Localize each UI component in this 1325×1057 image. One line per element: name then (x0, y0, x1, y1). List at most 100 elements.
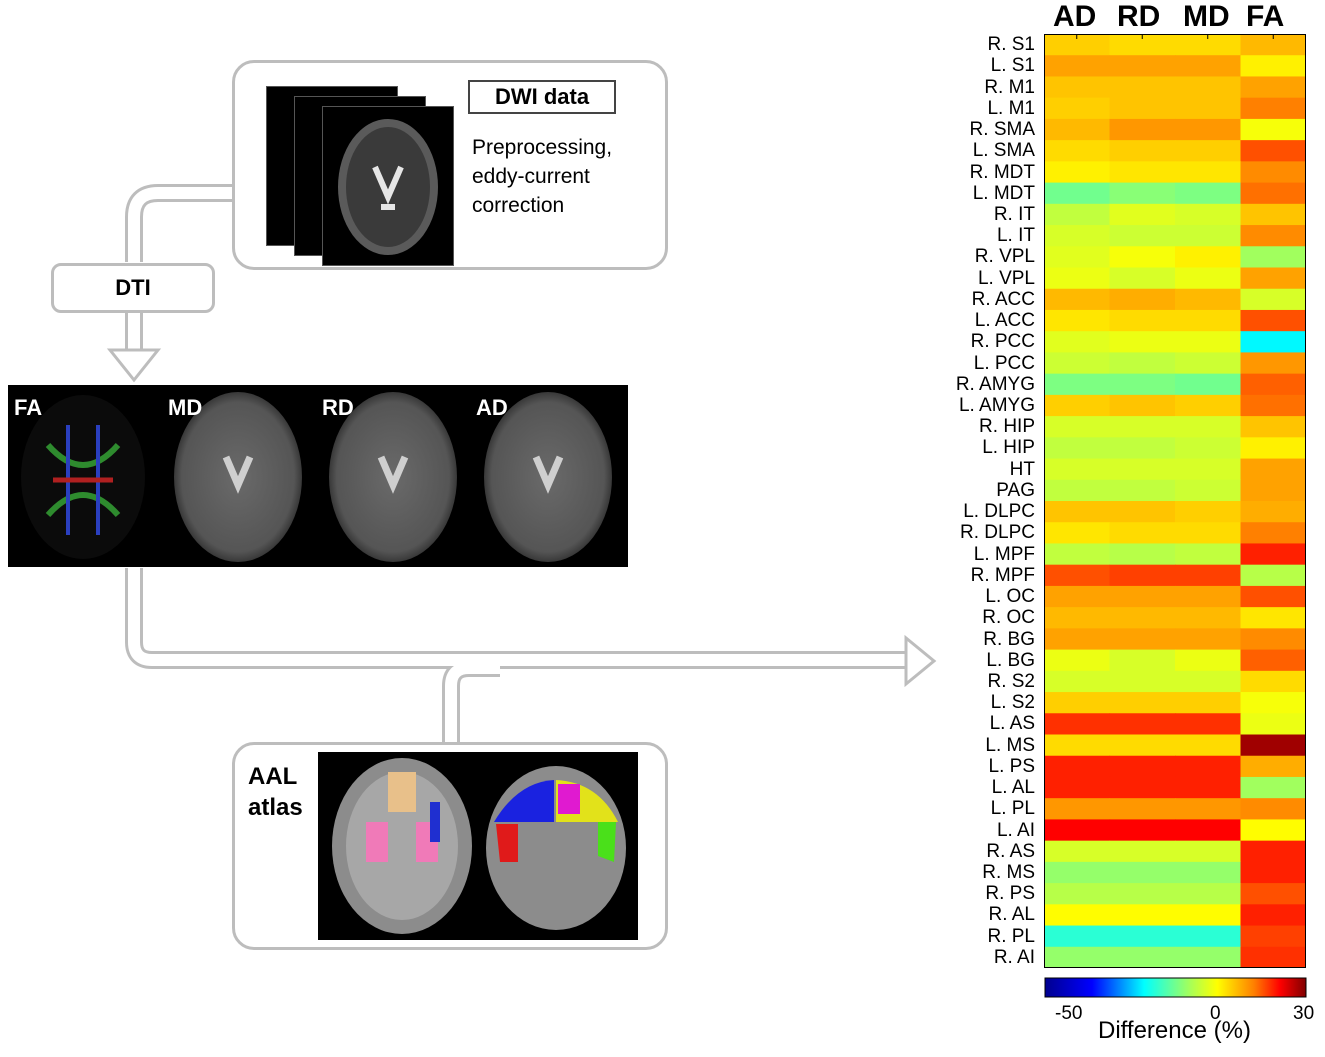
heatmap-row-label: R. SMA (969, 119, 1035, 140)
heatmap-cell (1175, 458, 1242, 481)
dwi-slice-front (322, 106, 454, 266)
heatmap-cell (1109, 55, 1176, 78)
heatmap-cell (1109, 309, 1176, 332)
heatmap-cell (1240, 628, 1306, 651)
heatmap-cell (1240, 140, 1306, 162)
heatmap-cell (1044, 416, 1111, 438)
heatmap-row-label: L. S2 (990, 692, 1035, 714)
heatmap-cell (1175, 288, 1242, 311)
heatmap-cell (1109, 798, 1176, 821)
heatmap-row-label: L. MS (985, 734, 1035, 756)
heatmap-cell (1240, 118, 1306, 141)
heatmap-cell (1044, 76, 1111, 99)
heatmap-row-label: L. PL (990, 798, 1035, 820)
heatmap-row-label: R. MDT (969, 161, 1035, 183)
heatmap-cell (1175, 97, 1242, 120)
heatmap-cell (1109, 543, 1176, 566)
heatmap-cell (1109, 713, 1176, 736)
heatmap-row-label: L. AI (996, 819, 1035, 841)
heatmap-cell (1175, 203, 1242, 226)
heatmap-cell (1175, 182, 1242, 205)
col-header-ad: AD (1053, 0, 1097, 33)
heatmap-cell (1175, 883, 1242, 905)
heatmap-row-label: R. DLPC (960, 522, 1035, 544)
heatmap-cell (1240, 904, 1306, 927)
heatmap-cell (1109, 522, 1176, 545)
heatmap-cell (1109, 288, 1176, 311)
heatmap-cell (1240, 564, 1306, 587)
md-map-label: MD (168, 395, 203, 420)
heatmap-cell (1240, 840, 1306, 863)
heatmap-cell (1109, 437, 1176, 460)
heatmap-cell (1044, 543, 1111, 566)
heatmap-row-label: R. OC (982, 607, 1035, 629)
heatmap-row-label: L. VPL (977, 267, 1035, 289)
heatmap-cell (1109, 692, 1176, 714)
heatmap-row-label: HT (1009, 458, 1035, 480)
heatmap-cell (1240, 182, 1306, 205)
heatmap-cell (1044, 331, 1111, 354)
heatmap-cell (1109, 479, 1176, 502)
heatmap-cell (1044, 925, 1111, 948)
heatmap-row-label: R. PL (987, 925, 1035, 947)
heatmap-cell (1175, 776, 1242, 799)
heatmap-cell (1240, 76, 1306, 99)
heatmap-cell (1240, 692, 1306, 714)
heatmap-row-label: R. AI (993, 946, 1035, 968)
heatmap-row-label: L. S1 (990, 55, 1035, 77)
heatmap-cell (1109, 819, 1176, 842)
aal-label: AAL (248, 763, 298, 790)
heatmap-cell (1044, 564, 1111, 587)
heatmap-cell (1044, 819, 1111, 842)
heatmap-cell (1044, 288, 1111, 311)
heatmap-cell (1240, 246, 1306, 269)
heatmap-cell (1109, 97, 1176, 120)
heatmap-cell (1175, 161, 1242, 184)
heatmap-cell (1044, 267, 1111, 290)
heatmap-cell (1240, 734, 1306, 757)
heatmap-cell (1109, 352, 1176, 375)
heatmap-cell (1175, 585, 1242, 608)
heatmap-row-label: L. M1 (987, 97, 1035, 119)
heatmap-cell (1175, 437, 1242, 460)
heatmap-row-label: R. S2 (987, 670, 1035, 692)
heatmap-cell (1044, 946, 1111, 968)
heatmap-cell (1240, 161, 1306, 184)
heatmap-cell (1175, 267, 1242, 290)
heatmap-row-label: L. IT (996, 225, 1035, 247)
heatmap-cell (1175, 819, 1242, 842)
col-header-fa: FA (1246, 0, 1285, 33)
heatmap-cell (1109, 416, 1176, 438)
heatmap-cell (1175, 628, 1242, 651)
heatmap-row-label: R. AL (988, 904, 1035, 926)
heatmap-row-label: R. IT (993, 203, 1035, 225)
heatmap-cell (1175, 501, 1242, 523)
heatmap-cell (1240, 670, 1306, 693)
heatmap-row-label: R. BG (983, 628, 1035, 650)
brain-image (338, 119, 438, 255)
atlas-images (318, 752, 638, 940)
heatmap-row-label: L. AL (991, 777, 1035, 799)
heatmap-cell (1109, 394, 1176, 417)
heatmap-cell (1044, 309, 1111, 332)
heatmap-row-label: R. ACC (971, 288, 1035, 310)
heatmap-cell (1044, 55, 1111, 78)
heatmap-cell (1175, 373, 1242, 396)
heatmap-cell (1175, 543, 1242, 566)
heatmap-cell (1109, 883, 1176, 905)
heatmap-cell (1044, 798, 1111, 821)
heatmap-cell (1175, 564, 1242, 587)
heatmap-cell (1240, 543, 1306, 566)
heatmap-cell (1240, 458, 1306, 481)
heatmap-cell (1109, 225, 1176, 247)
heatmap-cell (1240, 267, 1306, 290)
maps-to-heatmap-pipe (125, 568, 910, 669)
heatmap-cell (1044, 203, 1111, 226)
heatmap-cell (1240, 352, 1306, 375)
heatmap-cell (1109, 161, 1176, 184)
heatmap-row-label: L. MPF (973, 543, 1035, 565)
heatmap-cell (1044, 34, 1111, 56)
heatmap-cell (1175, 246, 1242, 269)
heatmap-grid (1044, 34, 1306, 968)
